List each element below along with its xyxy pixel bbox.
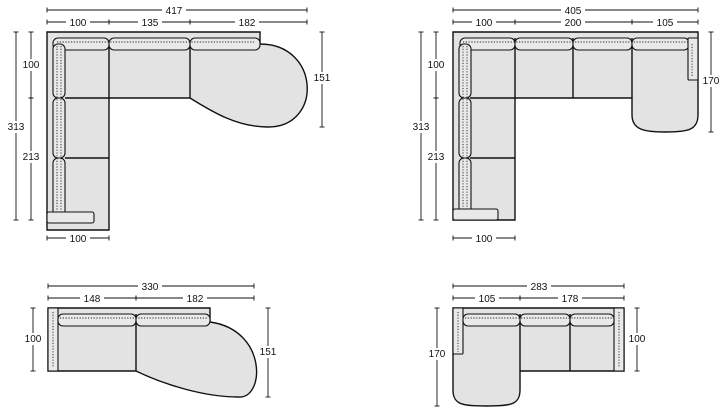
chaise-depth-label: 170 xyxy=(429,349,446,360)
middle-width-label: 135 xyxy=(142,18,159,29)
total-width-label: 283 xyxy=(531,282,548,293)
sofa-outline xyxy=(452,307,625,407)
chaise-depth-label: 151 xyxy=(314,73,331,84)
sofa-left-chaise-diagram: 283 105 178 170 100 xyxy=(425,280,648,407)
total-height-label: 313 xyxy=(8,122,25,133)
bottom-width-label: 100 xyxy=(476,234,493,245)
total-width-label: 405 xyxy=(565,6,582,17)
sofa-outline xyxy=(46,31,308,231)
sofa-round-chaise-diagram: 330 148 182 100 151 xyxy=(22,280,280,398)
sofa-outline xyxy=(452,31,699,221)
seat-width-label: 148 xyxy=(84,294,101,305)
total-width-label: 330 xyxy=(142,282,159,293)
sofa-depth-label: 100 xyxy=(629,334,646,345)
sofa-width-label: 178 xyxy=(562,294,579,305)
lower-height-label: 213 xyxy=(428,152,445,163)
sofa-depth-label: 100 xyxy=(25,334,42,345)
chaise-width-label: 182 xyxy=(187,294,204,305)
chaise-depth-label: 151 xyxy=(260,347,277,358)
top-depth-label: 100 xyxy=(23,60,40,71)
chaise-width-label: 182 xyxy=(239,18,256,29)
corner-sofa-round-chaise-diagram: 417 100 135 182 151 100 313 213 100 xyxy=(4,4,334,245)
total-width-label: 417 xyxy=(166,6,183,17)
total-height-label: 313 xyxy=(413,122,430,133)
lower-height-label: 213 xyxy=(23,152,40,163)
middle-width-label: 200 xyxy=(565,18,582,29)
chaise-width-label: 105 xyxy=(479,294,496,305)
seat-width-label: 100 xyxy=(476,18,493,29)
sofa-outline xyxy=(47,307,258,398)
corner-sofa-square-chaise-diagram: 405 100 200 105 170 100 313 213 100 xyxy=(409,4,723,245)
chaise-width-label: 105 xyxy=(657,18,674,29)
bottom-width-label: 100 xyxy=(70,234,87,245)
chaise-depth-label: 170 xyxy=(703,76,720,87)
seat-width-label: 100 xyxy=(70,18,87,29)
top-depth-label: 100 xyxy=(428,60,445,71)
